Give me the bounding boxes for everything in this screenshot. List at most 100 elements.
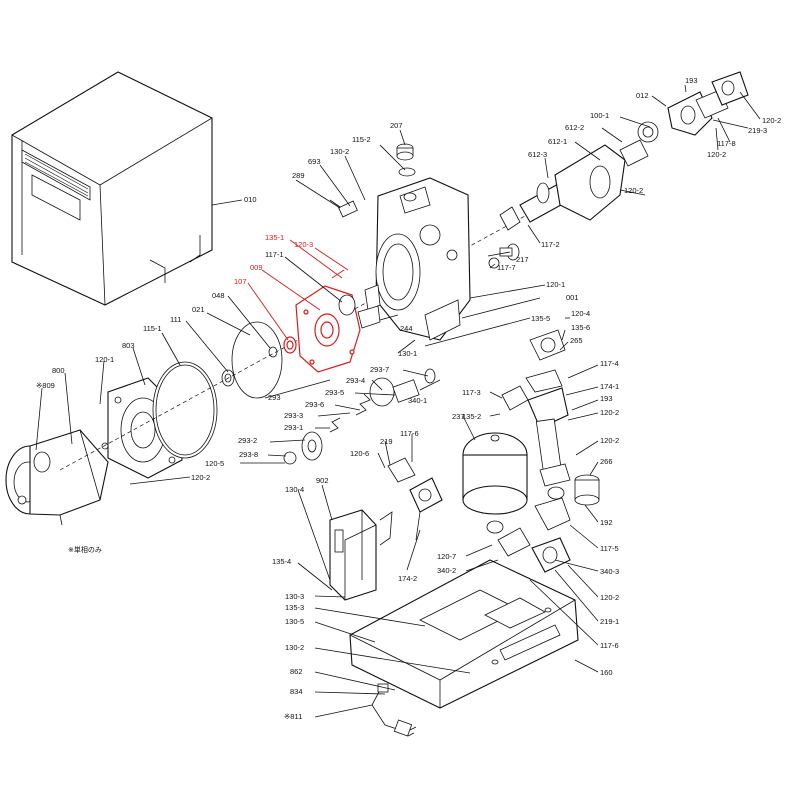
label-834: 834 — [290, 687, 303, 696]
label-021: 021 — [192, 305, 205, 314]
part-plug-207 — [396, 143, 414, 161]
label-120-2: 120-2 — [600, 436, 619, 445]
label-111: 111 — [170, 315, 181, 324]
label-130-1: 130-1 — [398, 349, 417, 358]
part-266 — [574, 474, 600, 506]
label-612-1: 612-1 — [548, 137, 567, 146]
label-120-3: 120-3 — [294, 240, 313, 249]
label-120-2: 120-2 — [191, 473, 210, 482]
label-117-6b: 117-6 — [600, 641, 619, 650]
label-265: 265 — [570, 336, 583, 345]
label-117-5: 117-5 — [600, 544, 619, 553]
label-217: 217 — [516, 255, 529, 264]
label-010: 010 — [244, 195, 257, 204]
label-135-1: 135-1 — [265, 233, 284, 242]
label-117-4: 117-4 — [600, 359, 619, 368]
label-293-5: 293-5 — [325, 388, 344, 397]
label-293-4: 293-4 — [346, 376, 365, 385]
part-oring-115-2 — [398, 167, 416, 177]
part-flange-219-1 — [497, 527, 571, 573]
part-gasket-117-1 — [338, 294, 356, 316]
label-001: 001 — [566, 293, 579, 302]
part-flange-174-2 — [387, 457, 443, 541]
label-117-8: 117-8 — [717, 139, 736, 148]
label-120-1: 120-1 — [95, 355, 114, 364]
label-120-2: 120-2 — [600, 408, 619, 417]
label-120-5: 120-5 — [205, 459, 224, 468]
label-237: 237 — [452, 412, 465, 421]
label-219-3: 219-3 — [748, 126, 767, 135]
label-117-7: 117-7 — [497, 263, 516, 272]
label-120-2: 120-2 — [707, 150, 726, 159]
part-switch-289 — [329, 199, 358, 218]
label-902: 902 — [316, 476, 329, 485]
part-plate-244 — [357, 305, 381, 329]
label-115-2: 115-2 — [352, 135, 371, 144]
label-340-1: 340-1 — [408, 396, 427, 405]
label-811: ※811 — [284, 712, 302, 721]
label-135-6: 135-6 — [571, 323, 590, 332]
part-cover-010 — [11, 71, 213, 306]
part-motor-800 — [5, 429, 109, 526]
label-135-3: 135-3 — [285, 603, 304, 612]
part-217 — [499, 243, 520, 261]
label-120-7: 120-7 — [437, 552, 456, 561]
label-160: 160 — [600, 668, 613, 677]
part-fittings-right — [525, 329, 571, 531]
label-340-2: 340-2 — [437, 566, 456, 575]
label-266: 266 — [600, 457, 613, 466]
part-pipe-612 — [499, 71, 749, 231]
label-293-8: 293-8 — [239, 450, 258, 459]
leader-lines — [35, 84, 761, 718]
label-130-2: 130-2 — [330, 147, 349, 156]
label-120-2g: 120-2 — [600, 593, 619, 602]
part-cord-811 — [371, 683, 417, 737]
label-135-4: 135-4 — [272, 557, 291, 566]
label-193b: 193 — [600, 394, 613, 403]
label-293: 293 — [268, 393, 281, 402]
label-115-1: 115-1 — [143, 324, 162, 333]
label-117-6: 117-6 — [400, 429, 419, 438]
label-293-7: 293-7 — [370, 365, 389, 374]
part-base-160 — [349, 559, 579, 709]
part-gasket-117-3 — [501, 385, 529, 411]
label-293-1: 293-1 — [284, 423, 303, 432]
label-100-1: 100-1 — [590, 111, 609, 120]
label-135-5: 135-5 — [531, 314, 550, 323]
label-244: 244 — [400, 324, 413, 333]
part-117-7 — [488, 257, 500, 269]
part-disc-021 — [231, 321, 283, 399]
label-809: ※809 — [36, 381, 55, 390]
label-174-2: 174-2 — [398, 574, 417, 583]
label-193: 193 — [685, 76, 698, 85]
label-612-3: 612-3 — [528, 150, 547, 159]
label-135-2: 135-2 — [462, 412, 481, 421]
label-130-2b: 130-2 — [285, 643, 304, 652]
label-612-2: 612-2 — [565, 123, 584, 132]
label-192: 192 — [600, 518, 613, 527]
label-009: 009 — [250, 263, 263, 272]
label-120-2: 120-2 — [762, 116, 781, 125]
label-130-4: 130-4 — [285, 485, 304, 494]
label-012: 012 — [636, 91, 649, 100]
label-340-3: 340-3 — [600, 567, 619, 576]
label-289: 289 — [292, 171, 305, 180]
label-130-5: 130-5 — [285, 617, 304, 626]
label-174-1: 174-1 — [600, 382, 619, 391]
label-219: 219 — [380, 437, 393, 446]
part-tank-237 — [462, 432, 528, 534]
part-casing-001 — [364, 177, 471, 341]
label-219-1: 219-1 — [600, 617, 619, 626]
label-120-1: 120-1 — [546, 280, 565, 289]
label-862: 862 — [290, 667, 303, 676]
label-120-2: 120-2 — [624, 186, 643, 195]
label-293-6: 293-6 — [305, 400, 324, 409]
label-117-3: 117-3 — [462, 388, 481, 397]
label-693: 693 — [308, 157, 321, 166]
label-117-1: 117-1 — [265, 250, 284, 259]
label-120-4: 120-4 — [571, 309, 590, 318]
label-107: 107 — [234, 277, 247, 286]
label-800: 800 — [52, 366, 65, 375]
